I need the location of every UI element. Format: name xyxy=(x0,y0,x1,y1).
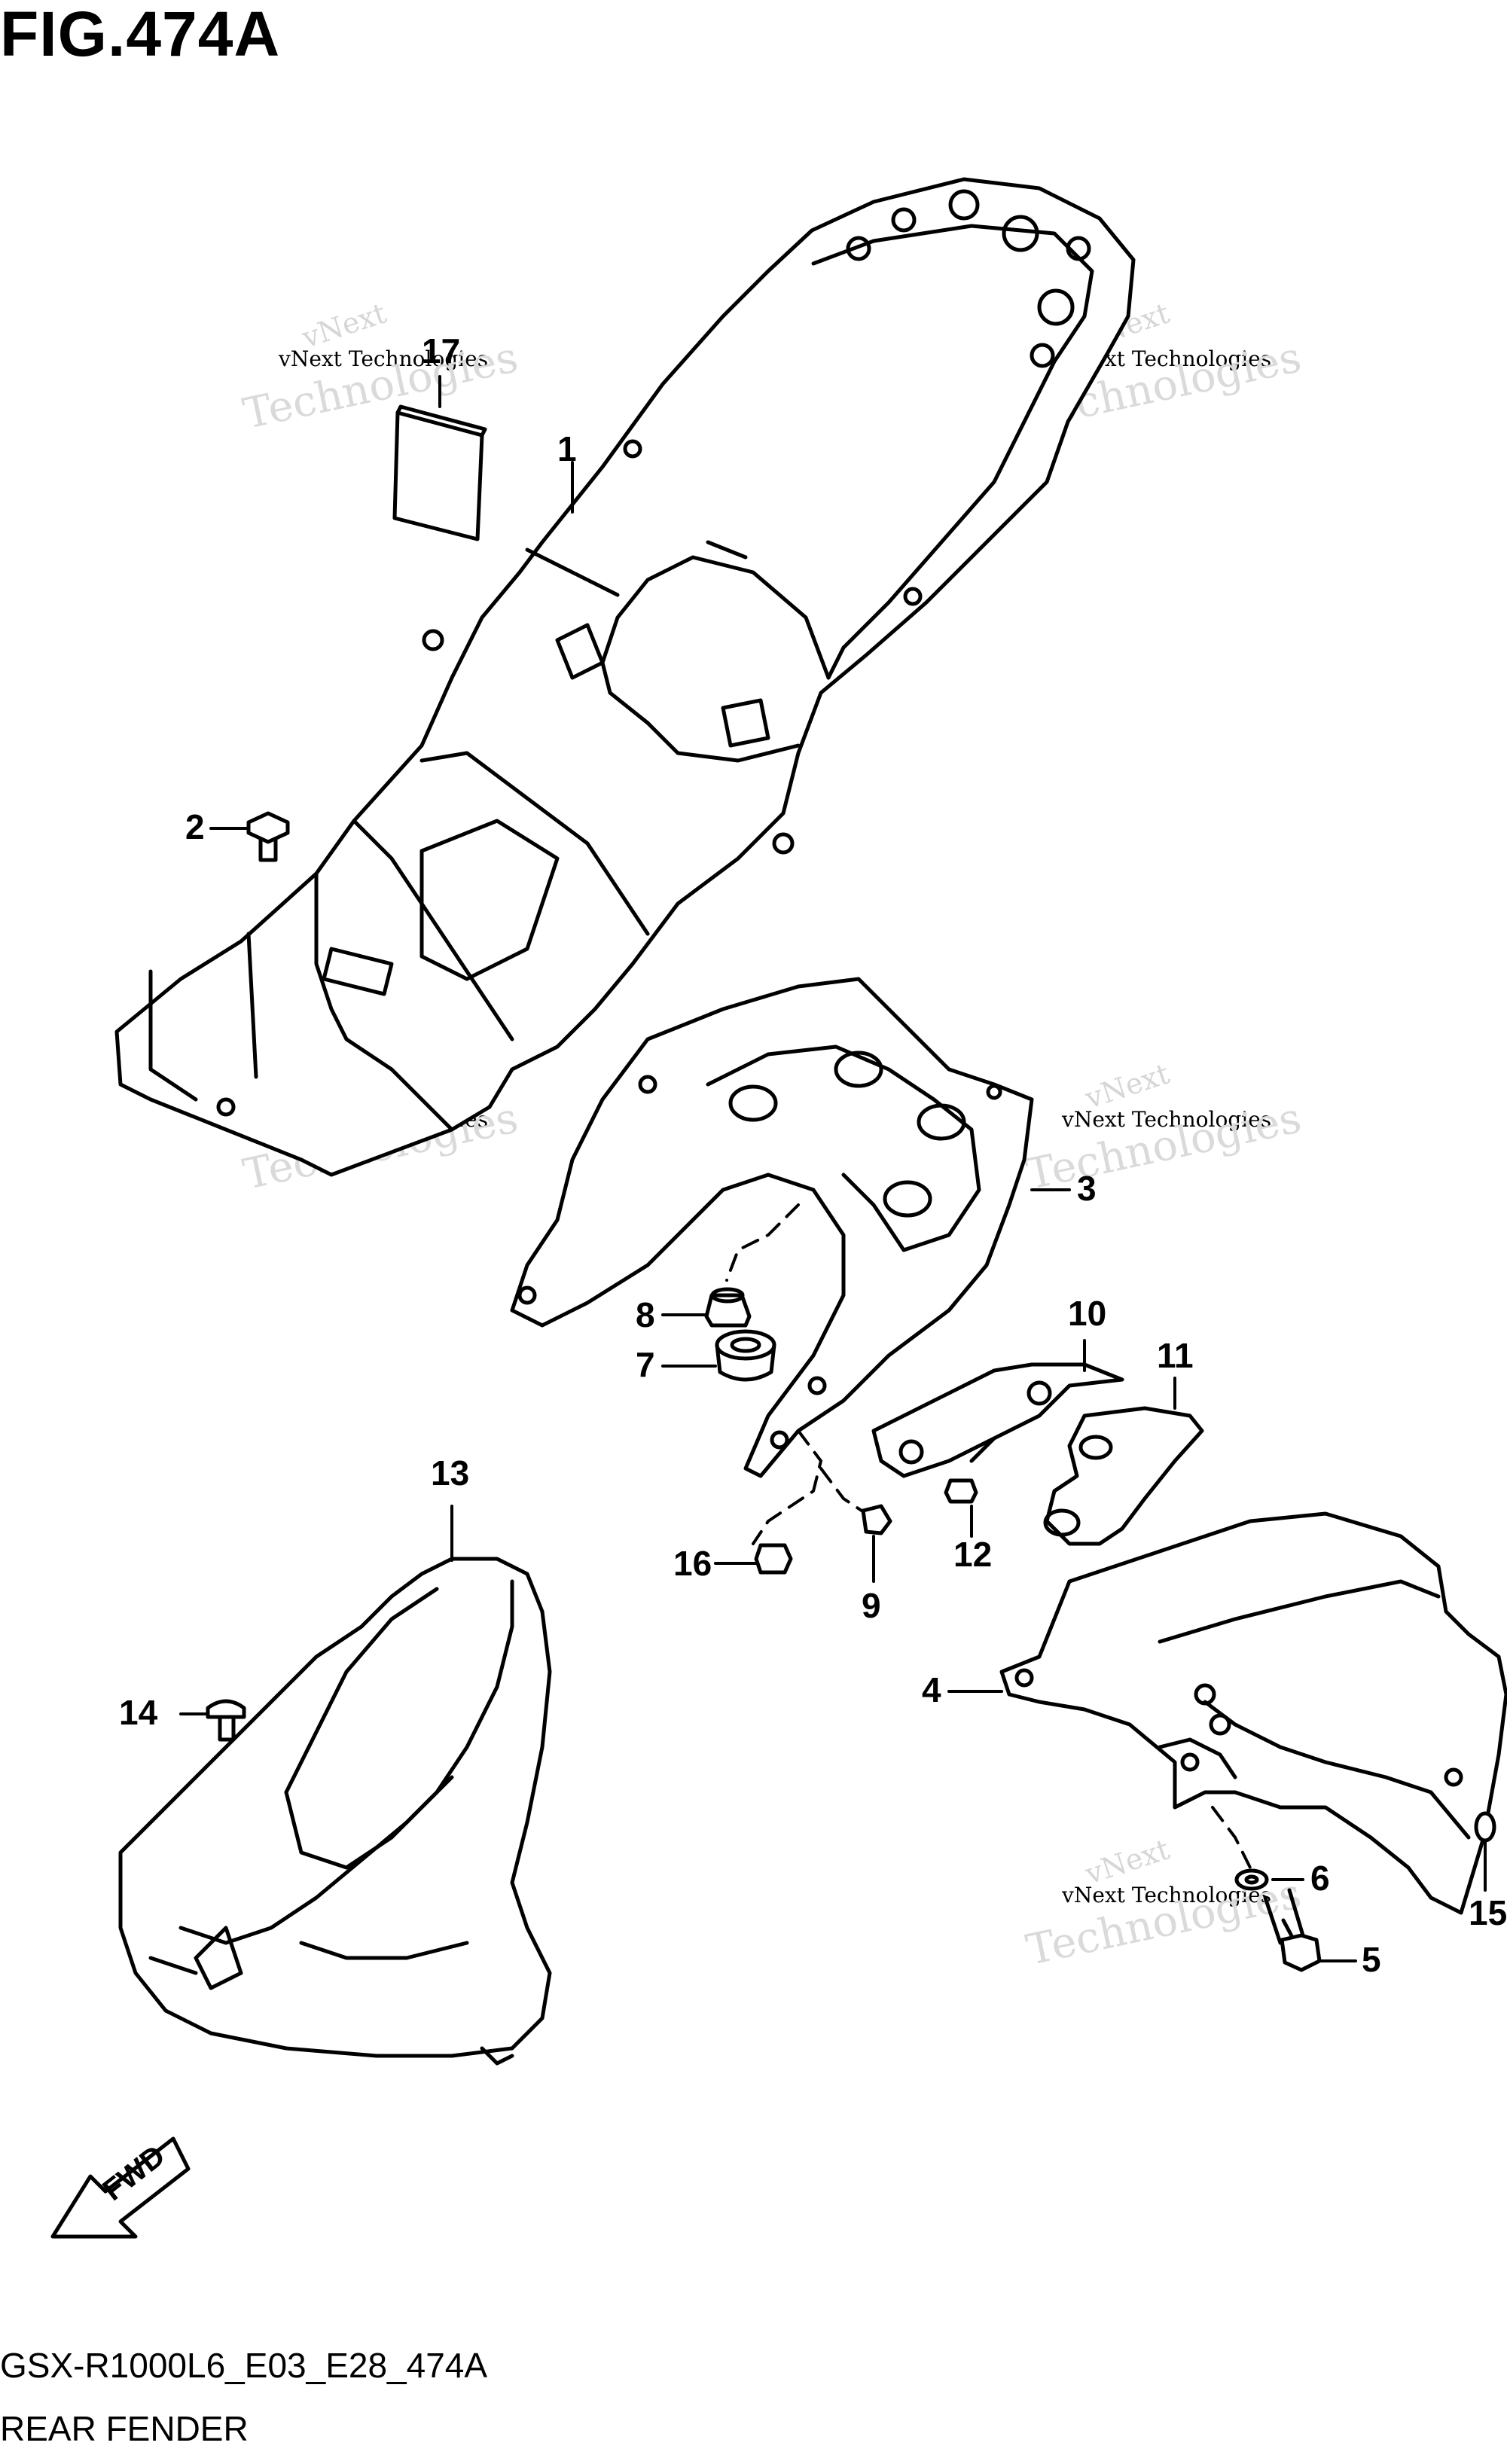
part-label-12: 12 xyxy=(953,1535,992,1574)
assembly-lines xyxy=(725,1203,1252,1869)
part-10-bracket xyxy=(871,1362,1124,1478)
part-2-bolt xyxy=(246,811,290,862)
part-9-clip xyxy=(861,1504,892,1535)
part-3-inner-fender xyxy=(510,977,1034,1478)
part-label-17: 17 xyxy=(422,331,460,371)
part-17-label-sticker xyxy=(392,404,487,541)
fwd-arrow-icon xyxy=(50,2136,191,2239)
part-8-grommet xyxy=(704,1287,752,1328)
part-label-5: 5 xyxy=(1362,1940,1381,1979)
part-16-screw xyxy=(754,1543,793,1575)
figure-name: REAR FENDER xyxy=(0,2409,249,2448)
figure-code: GSX-R1000L6_E03_E28_474A xyxy=(0,2346,488,2385)
part-label-10: 10 xyxy=(1068,1294,1106,1333)
part-label-3: 3 xyxy=(1077,1169,1097,1208)
part-label-6: 6 xyxy=(1310,1859,1330,1898)
part-label-7: 7 xyxy=(636,1345,655,1384)
part-label-2: 2 xyxy=(185,807,205,846)
part-label-15: 15 xyxy=(1469,1893,1507,1932)
part-12-screw xyxy=(944,1436,996,1504)
part-4-splash-guard xyxy=(999,1511,1507,1915)
part-label-13: 13 xyxy=(431,1453,469,1493)
part-label-4: 4 xyxy=(922,1670,941,1709)
part-5-bolt xyxy=(1263,1888,1322,1972)
part-6-washer xyxy=(1234,1868,1269,1891)
part-7-cushion xyxy=(715,1329,776,1382)
part-label-1: 1 xyxy=(557,429,577,468)
part-11-license-cover xyxy=(1043,1406,1204,1546)
part-14-bolt xyxy=(206,1699,246,1742)
figure-title: FIG.474A xyxy=(0,0,281,69)
part-label-16: 16 xyxy=(673,1544,712,1583)
part-15-nut xyxy=(1474,1811,1496,1843)
part-label-11: 11 xyxy=(1157,1336,1194,1375)
part-label-14: 14 xyxy=(119,1693,158,1732)
part-1-rear-fender-frame xyxy=(114,177,1136,1177)
part-label-9: 9 xyxy=(862,1586,881,1625)
part-13-rear-hugger xyxy=(118,1557,552,2066)
leader-lines xyxy=(179,375,1487,1962)
part-label-8: 8 xyxy=(636,1295,655,1334)
